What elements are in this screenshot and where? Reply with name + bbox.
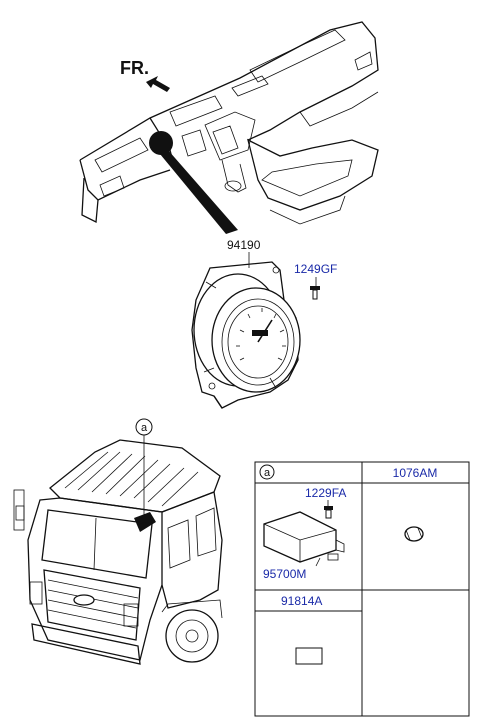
dashboard-illustration [79,21,379,225]
instrument-cluster-illustration [191,261,301,409]
screw-icon [310,286,320,300]
leader-95700M [315,557,321,567]
part-number-1229FA[interactable]: 1229FA [305,486,346,500]
part-number-1076AM[interactable]: 1076AM [393,466,438,480]
front-direction-arrow-icon [146,76,170,92]
cluster-location-marker-icon [149,131,173,155]
bracket-illustration [295,647,323,665]
part-number-94190[interactable]: 94190 [227,238,261,252]
callout-a-letter: a [141,422,148,434]
module-screw-icon [324,506,333,519]
callout-a[interactable]: a [135,418,153,436]
clip-illustration [404,526,424,542]
part-number-91814A[interactable]: 91814A [281,594,322,608]
part-number-95700M[interactable]: 95700M [263,567,306,581]
part-number-1249GF[interactable]: 1249GF [294,262,337,276]
parts-table [254,461,470,717]
module-unit-illustration [263,511,345,563]
table-callout-a-letter: a [264,467,271,479]
truck-illustration [13,439,223,665]
table-callout-a[interactable]: a [259,464,275,480]
front-direction-label: FR. [120,58,149,78]
cluster-location-leader [160,150,238,234]
